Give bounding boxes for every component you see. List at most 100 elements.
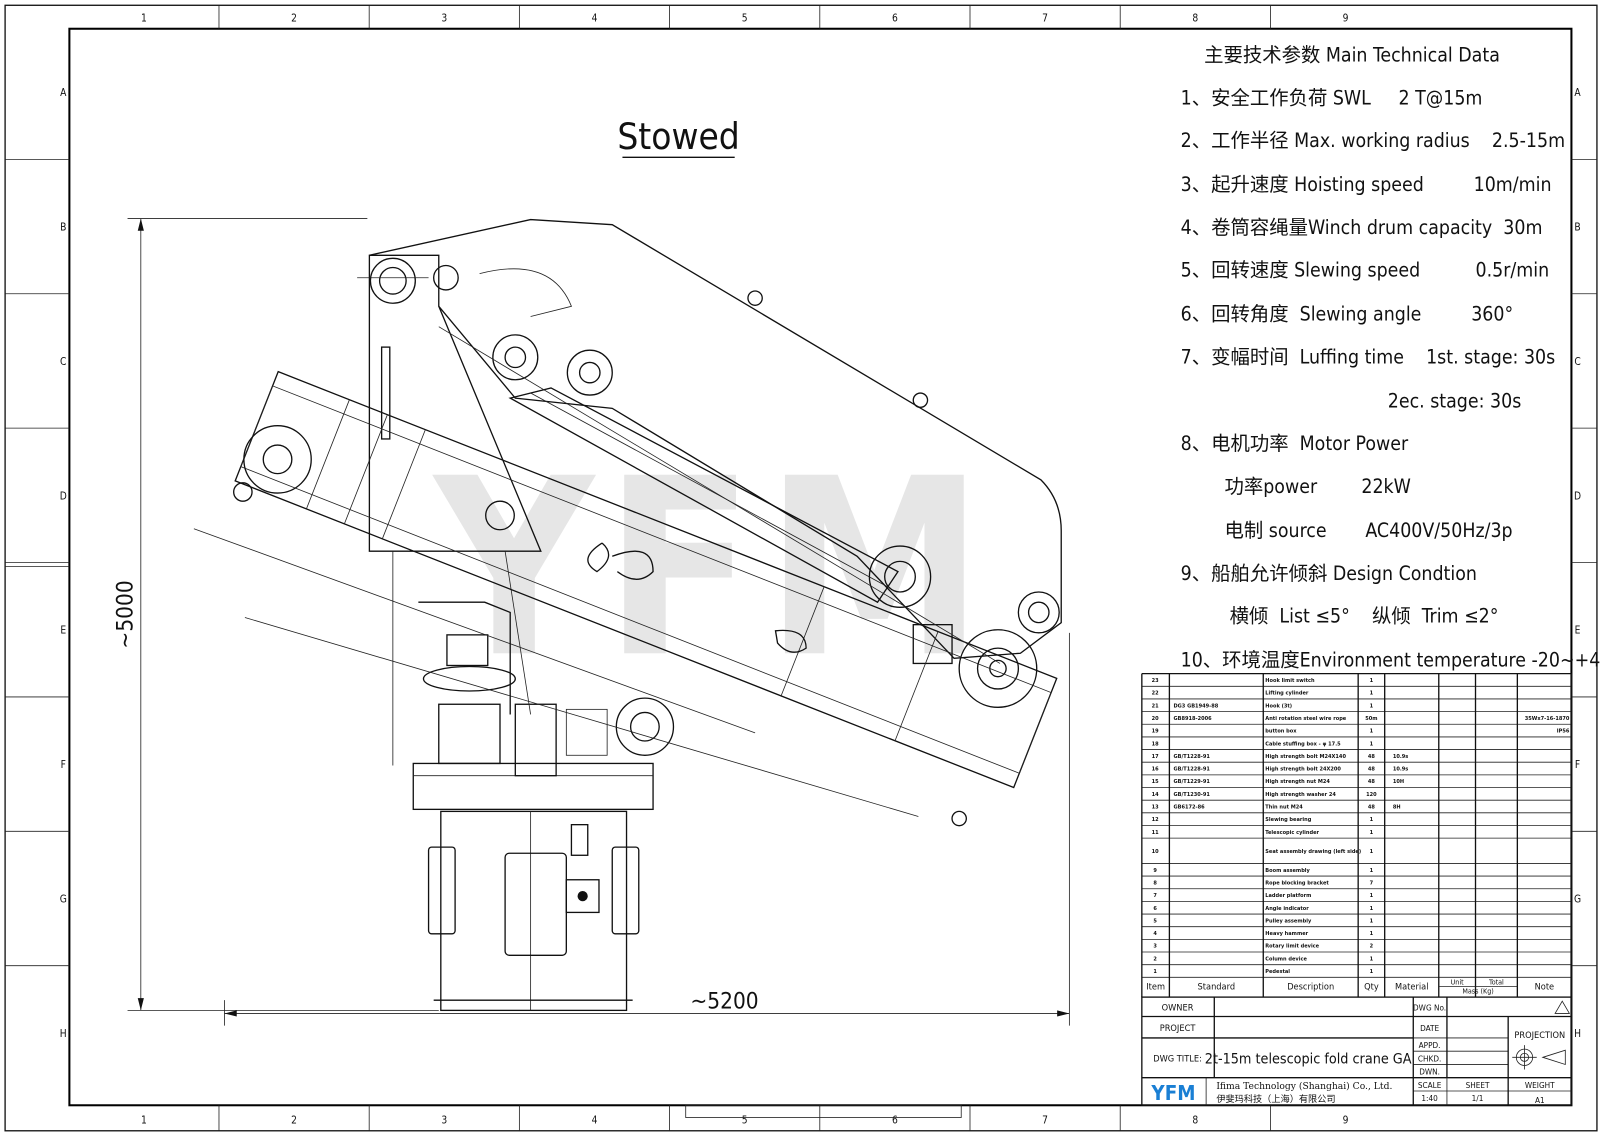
bom-cell-item: 4 [1153,931,1157,937]
bom-header-qty: Qty [1364,982,1379,993]
bom-cell-item: 23 [1152,678,1160,684]
technical-data-line: 2、工作半径 Max. working radius 2.5-15m [1181,129,1565,152]
technical-data-line: 9、船舶允许倾斜 Design Condtion [1181,562,1477,585]
bom-cell-description: Heavy hammer [1265,931,1308,937]
bom-header-standard: Standard [1198,982,1236,993]
technical-data-line: 5、回转速度 Slewing speed 0.5r/min [1181,259,1550,282]
technical-data-line: 电制 source AC400V/50Hz/3p [1224,519,1512,542]
grid-column-label: 6 [892,1116,898,1127]
bom-cell-qty: 7 [1370,880,1374,886]
grid-row-label: C [1574,357,1580,368]
bom-cell-standard: GB/T1229-91 [1173,779,1210,785]
bom-cell-item: 6 [1153,906,1157,912]
scale-value: 1:40 [1421,1093,1438,1103]
bom-cell-description: Angle indicator [1265,906,1309,912]
date-label: DATE [1420,1023,1439,1033]
bom-cell-qty: 1 [1370,918,1374,924]
bom-cell-standard: GB/T1230-91 [1173,792,1210,798]
grid-row-label: E [60,626,66,637]
grid-column-label: 5 [742,14,748,25]
bom-cell-qty: 1 [1370,830,1374,836]
grid-column-label: 1 [141,14,147,25]
bom-cell-note: 35Wx7-16-1870 [1525,716,1570,722]
project-label: PROJECT [1160,1023,1197,1034]
bom-cell-description: Rotary limit device [1265,944,1319,950]
bom-cell-qty: 48 [1368,805,1376,811]
bom-header-total: Total [1488,977,1504,986]
grid-column-label: 2 [291,1116,297,1127]
bom-row: 7 Ladder platform 1 [1153,893,1373,899]
technical-data-line: 2ec. stage: 30s [1388,389,1522,412]
scale-label: SCALE [1418,1080,1442,1090]
bom-cell-description: High strength bolt M24X140 [1265,754,1346,760]
bom-cell-qty: 1 [1370,678,1374,684]
bom-cell-qty: 1 [1370,817,1374,823]
width-dimension-label: ~5200 [690,988,758,1014]
grid-row-label: H [60,1029,67,1040]
outer-frame [4,4,1598,1132]
bom-cell-item: 18 [1152,741,1160,747]
grid-column-label: 4 [592,14,598,25]
dwn-label: DWN. [1419,1067,1440,1077]
bom-cell-item: 10 [1152,849,1160,855]
height-dimension-label: ~5000 [113,580,139,648]
width-dimension: ~5200 [224,632,1070,1026]
bom-cell-material: 8H [1393,805,1401,811]
sheet-value: 1/1 [1472,1093,1484,1103]
bom-cell-qty: 1 [1370,893,1374,899]
grid-row-label: D [1574,491,1581,502]
bom-cell-item: 7 [1153,893,1157,899]
company-name-en: Ifima Technology (Shanghai) Co., Ltd. [1216,1081,1392,1092]
grid-row-label: E [1575,626,1581,637]
grid-row-label: A [1574,88,1581,99]
bom-cell-qty: 120 [1366,792,1377,798]
bom-cell-standard: GB6172-86 [1173,805,1205,811]
technical-data-line: 横倾 List ≤5° 纵倾 Trim ≤2° [1230,605,1499,628]
grid-row-label: D [60,491,67,502]
grid-column-label: 5 [742,1116,748,1127]
bom-cell-description: High strength bolt 24X200 [1265,767,1341,773]
bom-header-mass: Mass (Kg) [1462,987,1493,996]
bom-cell-qty: 48 [1368,754,1376,760]
slewing-platform [412,762,654,811]
bom-cell-material: 10.9s [1393,754,1408,760]
bom-cell-item: 5 [1153,918,1157,924]
hook [587,542,654,580]
grid-row-label: G [1574,894,1581,905]
dwg-no-label: DWG No. [1413,1002,1446,1012]
bom-header-item: Item [1146,982,1165,993]
bom-cell-qty: 1 [1370,729,1374,735]
bom-cell-description: Rope blocking bracket [1265,880,1329,886]
weight-label: WEIGHT [1525,1080,1555,1090]
bom-cell-qty: 1 [1370,741,1374,747]
bom-cell-item: 8 [1153,880,1157,886]
bom-cell-standard: GB/T1228-91 [1173,767,1210,773]
main-boom [369,218,1062,660]
sheet-size: A1 [1535,1095,1545,1105]
grid-row-label: A [60,88,67,99]
bom-cell-qty: 1 [1370,906,1374,912]
bom-cell-description: Thin nut M24 [1265,805,1303,811]
bom-cell-item: 1 [1153,969,1157,975]
projection-label: PROJECTION [1514,1030,1565,1041]
bom-cell-qty: 1 [1370,868,1374,874]
bom-cell-description: High strength nut M24 [1265,779,1330,785]
bom-cell-standard: DG3 GB1949-88 [1173,703,1218,709]
bom-cell-qty: 2 [1370,944,1374,950]
bom-cell-item: 14 [1152,792,1160,798]
grid-column-label: 9 [1343,14,1349,25]
bom-cell-description: Ladder platform [1265,893,1311,899]
